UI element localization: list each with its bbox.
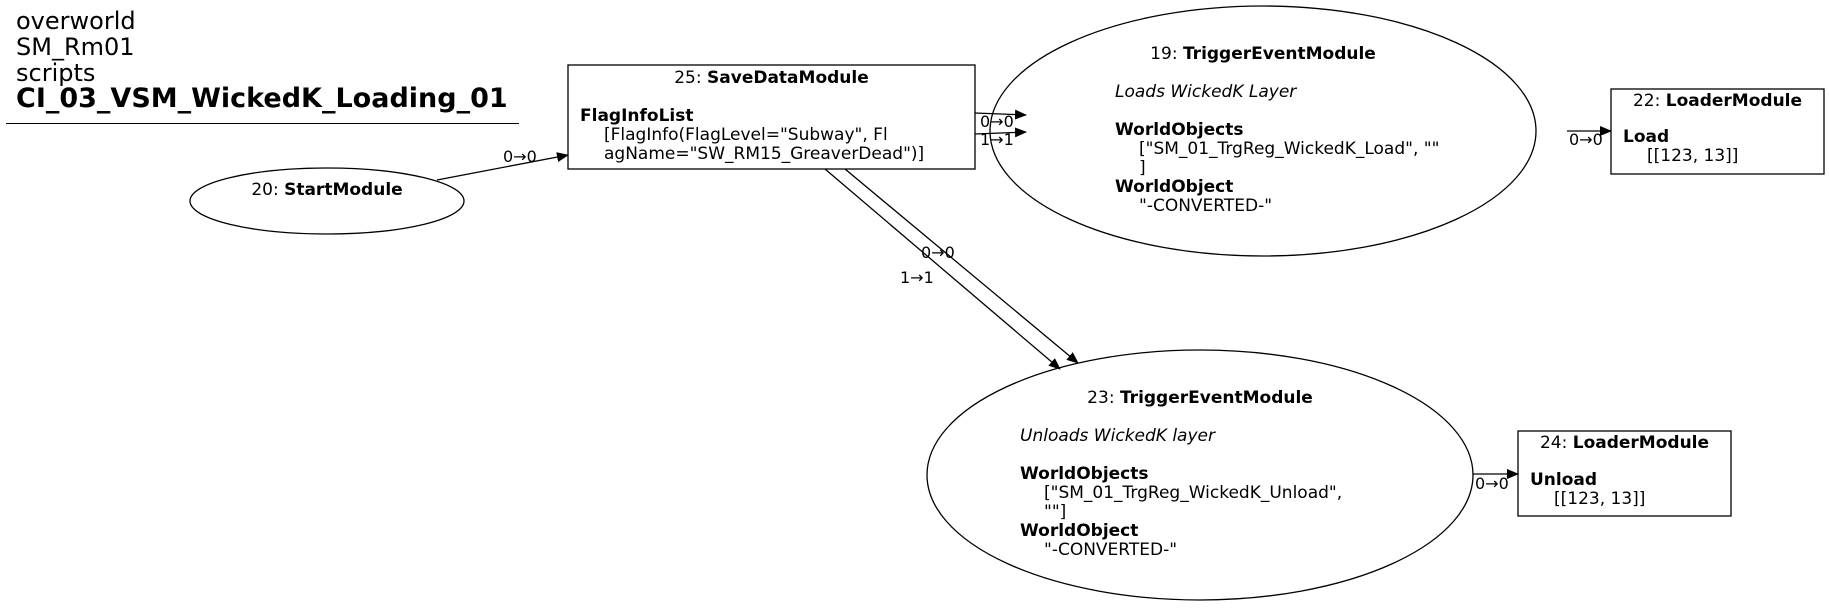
node-24-header: 24: LoaderModule [1539,433,1710,453]
node-24-body: Unload[[123, 13]] [1530,471,1645,509]
node-22-prop-name: Load [1623,127,1670,147]
node-25-prop-line-2: agName="SW_RM15_GreaverDead")] [604,144,925,164]
edge-25-19-a [974,109,1027,120]
node-25-id: 25 [674,68,696,88]
node-23-type: TriggerEventModule [1119,388,1313,408]
node-20-type: StartModule [284,180,403,200]
node-19-prop2-value: "-CONVERTED-" [1139,196,1273,216]
edge-25-19-b [974,127,1027,138]
node-19-shape[interactable] [989,5,1537,257]
node-24-prop-value: [[123, 13]] [1554,489,1646,509]
edge-25-23-b [824,168,1061,370]
node-19-id: 19 [1150,44,1172,64]
node-23-id: 23 [1087,388,1109,408]
node-22-prop-value: [[123, 13]] [1647,146,1739,166]
node-22-id: 22 [1632,91,1655,111]
node-23-shape[interactable] [926,349,1474,601]
node-25-body: FlagInfoList[FlagInfo(FlagLevel="Subway"… [580,107,924,164]
node-22-type: LoaderModule [1665,91,1803,111]
node-23-prop2-value: "-CONVERTED-" [1044,540,1178,560]
diagram-title: overworld SM_Rm01 scripts CI_03_VSM_Wick… [16,8,508,112]
node-22-body: Load[[123, 13]] [1623,128,1738,166]
node-23-prop1-name: WorldObjects [1020,464,1149,484]
node-19-prop1-name: WorldObjects [1115,120,1244,140]
node-23-comment: Unloads WickedK layer [1020,426,1215,446]
edge-25-23-a [844,168,1079,364]
node-23-prop1-line-2: ""] [1044,502,1067,522]
title-line-3: scripts [16,59,96,87]
edge-20-25 [436,152,569,181]
node-23-prop1-line-1: ["SM_01_TrgReg_WickedK_Unload", [1044,483,1343,503]
edge-label-19-22: 0→0 [1569,130,1603,149]
title-line-4: CI_03_VSM_WickedK_Loading_01 [16,83,508,114]
node-23-prop2-name: WorldObject [1020,521,1139,541]
edge-label-25-23-b: 1→1 [900,268,934,287]
node-25-header: 25: SaveDataModule [674,68,869,88]
node-25-type: SaveDataModule [707,68,869,88]
node-19-comment: Loads WickedK Layer [1115,82,1297,102]
title-line-2: SM_Rm01 [16,33,135,61]
edge-label-25-19-a: 0→0 [980,112,1014,131]
node-20-shape[interactable] [189,167,465,235]
edge-label-23-24: 0→0 [1475,474,1509,493]
title-underline [6,123,519,124]
edge-label-25-19-b: 1→1 [980,130,1014,149]
node-25-shape[interactable] [567,64,976,170]
node-24-prop-name: Unload [1530,470,1598,490]
node-22-header: 22: LoaderModule [1632,91,1803,111]
title-line-1: overworld [16,7,136,35]
node-25-prop-line-1: [FlagInfo(FlagLevel="Subway", Fl [604,125,888,145]
node-19-prop2-name: WorldObject [1115,177,1234,197]
node-19-prop1-line-1: ["SM_01_TrgReg_WickedK_Load", "" [1139,139,1440,159]
node-25-prop-name: FlagInfoList [580,106,694,126]
node-19-header: 19: TriggerEventModule [1150,44,1376,64]
node-24-type: LoaderModule [1572,433,1710,453]
edge-label-25-23-a: 0→0 [921,243,955,262]
node-19-prop1-line-2: ] [1139,158,1146,178]
node-19-type: TriggerEventModule [1182,44,1376,64]
node-20-label: 20: StartModule [251,180,403,200]
edge-label-20-25: 0→0 [503,147,537,166]
node-20-id: 20 [251,180,273,200]
node-24-id: 24 [1539,433,1562,453]
node-23-header: 23: TriggerEventModule [1087,388,1313,408]
